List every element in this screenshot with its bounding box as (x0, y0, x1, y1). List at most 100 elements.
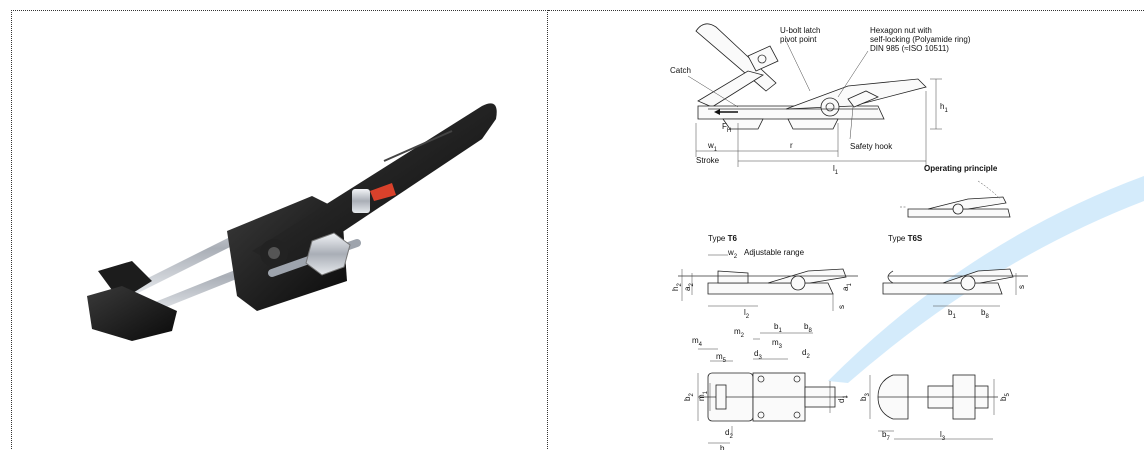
label-d1: d (837, 399, 846, 403)
svg-text:b4: b4 (720, 444, 728, 450)
label-b8-right: b (981, 308, 986, 317)
svg-text:w2: w2 (727, 248, 738, 260)
label-l1-sub: 1 (835, 170, 839, 176)
label-d3-sub: 3 (758, 355, 762, 361)
label-b8-top-sub: 8 (808, 328, 812, 334)
label-m2-sub: 2 (741, 333, 745, 339)
svg-text:h2: h2 (671, 283, 683, 291)
svg-text:d2: d2 (725, 428, 733, 440)
label-type-t6: T6 (728, 234, 738, 243)
svg-text:b3: b3 (859, 393, 871, 401)
svg-text:a1: a1 (841, 283, 853, 291)
label-b3: b (859, 396, 868, 401)
label-h1-sub: 1 (944, 108, 948, 114)
label-m3: m (772, 338, 779, 347)
svg-text:m3: m3 (772, 338, 783, 350)
svg-text:b5: b5 (999, 393, 1011, 401)
product-photo-panel (11, 10, 548, 449)
svg-text:d3: d3 (754, 349, 762, 361)
top-view-t6 (697, 332, 848, 444)
label-l2: l (744, 308, 746, 317)
label-operating-principle: Operating principle (924, 164, 998, 173)
label-b8-right-sub: 8 (985, 314, 989, 320)
label-r: r (790, 141, 793, 150)
technical-drawing: U-bolt latch pivot point Hexagon nut wit… (670, 23, 1144, 450)
svg-text:l1: l1 (833, 164, 839, 176)
svg-text:b7: b7 (882, 430, 890, 442)
label-h1: h (940, 102, 944, 111)
svg-text:m5: m5 (716, 352, 727, 364)
type-t6s-side-view (882, 268, 1028, 307)
label-w1: w (707, 141, 714, 150)
type-t6-side-view (678, 254, 858, 311)
svg-text:h1: h1 (940, 102, 948, 114)
label-safety-hook: Safety hook (850, 142, 893, 151)
label-d2-top: d (802, 348, 806, 357)
label-l3-sub: 3 (942, 436, 946, 442)
svg-text:Type T6S: Type T6S (888, 234, 923, 243)
label-m5-sub: 5 (723, 358, 727, 364)
svg-text:b8: b8 (804, 322, 812, 334)
label-b2-sub: 2 (689, 393, 695, 397)
label-b1-top: b (774, 322, 779, 331)
label-pivot-point: pivot point (780, 35, 817, 44)
svg-text:d2: d2 (802, 348, 810, 360)
label-m4: m (692, 336, 699, 345)
label-m1: m (697, 394, 706, 401)
svg-text:b1: b1 (774, 322, 782, 334)
svg-text:l2: l2 (744, 308, 750, 320)
label-m1-sub: 1 (703, 390, 709, 394)
label-m4-sub: 4 (699, 342, 703, 348)
main-side-view (687, 23, 942, 167)
label-stroke: Stroke (696, 156, 720, 165)
svg-text:FH: FH (722, 122, 731, 134)
svg-text:b8: b8 (981, 308, 989, 320)
top-view-t6s (869, 374, 998, 440)
label-d2-bot-sub: 2 (729, 434, 733, 440)
label-d3: d (754, 349, 758, 358)
label-m5: m (716, 352, 723, 361)
svg-text:Type T6: Type T6 (708, 234, 737, 243)
label-hex-nut-3: DIN 985 (≈ISO 10511) (870, 44, 949, 53)
label-m2: m (734, 327, 741, 336)
label-b3-sub: 3 (865, 393, 871, 397)
svg-text:d1: d1 (837, 395, 849, 403)
label-catch: Catch (670, 66, 691, 75)
label-b7: b (882, 430, 887, 439)
svg-text:a2: a2 (683, 283, 695, 291)
label-b1-right: b (948, 308, 953, 317)
label-w1-sub: 1 (714, 147, 718, 153)
label-hex-nut-2: self-locking (Polyamide ring) (870, 35, 971, 44)
label-l3: l (940, 430, 942, 439)
label-b1-top-sub: 1 (778, 328, 782, 334)
label-adjustable-range: Adjustable range (744, 248, 805, 257)
label-b1-right-sub: 1 (952, 314, 956, 320)
label-hex-nut-1: Hexagon nut with (870, 26, 932, 35)
svg-text:m2: m2 (734, 327, 745, 339)
label-b5-sub: 5 (1005, 393, 1011, 397)
label-type-t6s-prefix: Type (888, 234, 908, 243)
label-b7-sub: 7 (886, 436, 890, 442)
label-a1-sub: 1 (847, 283, 853, 287)
svg-text:m4: m4 (692, 336, 703, 348)
label-fh: F (722, 122, 727, 131)
label-type-t6s: T6S (908, 234, 923, 243)
svg-text:l3: l3 (940, 430, 946, 442)
label-b2: b (683, 396, 692, 401)
svg-text:b2: b2 (683, 393, 695, 401)
label-ubolt-latch: U-bolt latch (780, 26, 820, 35)
label-l1: l (833, 164, 835, 173)
label-w2-sub: 2 (734, 254, 738, 260)
svg-text:b1: b1 (948, 308, 956, 320)
label-h2-sub: 2 (677, 283, 683, 287)
technical-drawing-panel: U-bolt latch pivot point Hexagon nut wit… (548, 10, 1144, 450)
label-d2-bot: d (725, 428, 729, 437)
label-b8-top: b (804, 322, 809, 331)
svg-text:m1: m1 (697, 390, 709, 401)
toggle-clamp-photo-icon (87, 103, 497, 341)
label-b5: b (999, 396, 1008, 401)
label-w2: w (727, 248, 734, 257)
label-h2: h (671, 287, 680, 291)
label-d2-top-sub: 2 (806, 354, 810, 360)
operating-principle-view (900, 180, 1011, 218)
